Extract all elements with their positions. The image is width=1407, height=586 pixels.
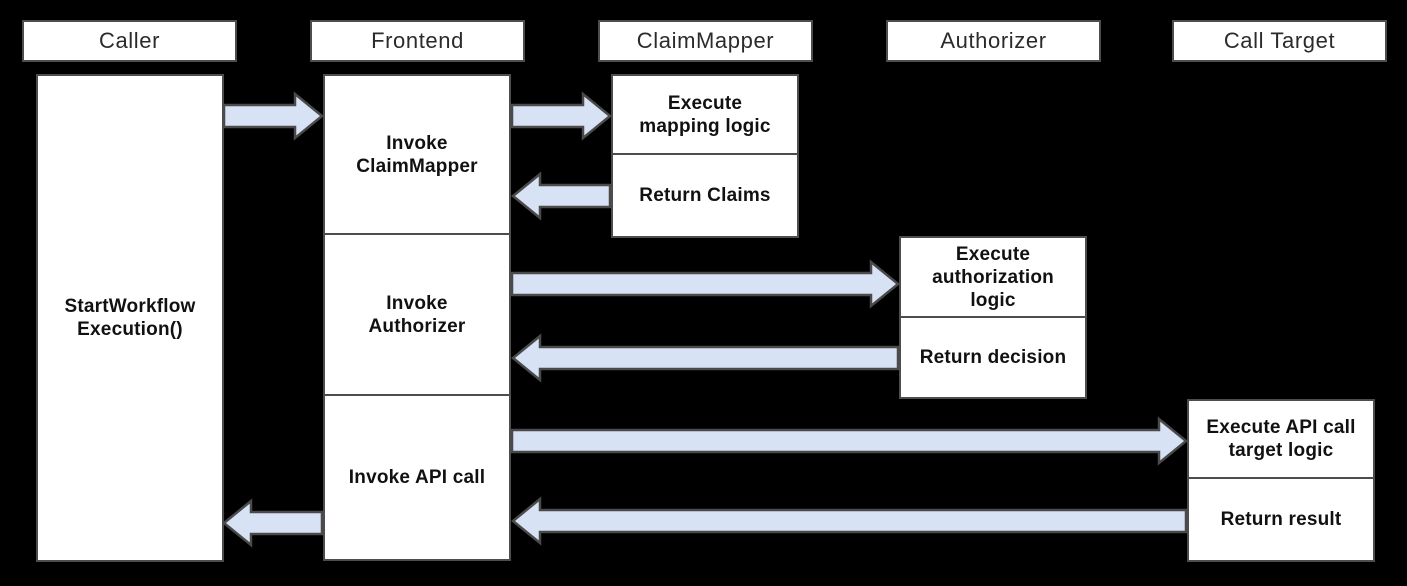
step-box-execute-api-call-target-logic: Execute API call target logic (1187, 399, 1375, 479)
step-box-execute-mapping-logic: Execute mapping logic (611, 74, 799, 155)
caller-lane-stack: StartWorkflow Execution() (36, 74, 224, 562)
step-box-execute-authorization-logic: Execute authorization logic (899, 236, 1087, 318)
claimmapper-lane-stack: Execute mapping logic Return Claims (611, 74, 799, 238)
arrow-call-target-to-frontend (511, 496, 1188, 546)
step-box-return-result: Return result (1187, 479, 1375, 562)
arrow-frontend-to-claimmapper (510, 91, 612, 141)
arrow-frontend-to-caller (222, 498, 324, 548)
lane-header-claimmapper: ClaimMapper (598, 20, 813, 62)
step-box-invoke-api-call: Invoke API call (323, 396, 511, 561)
lane-header-caller: Caller (22, 20, 237, 62)
arrow-claimmapper-to-frontend (511, 171, 612, 221)
step-box-return-claims: Return Claims (611, 155, 799, 238)
arrow-authorizer-to-frontend (511, 333, 900, 383)
arrow-caller-to-frontend (222, 91, 324, 141)
lane-header-frontend: Frontend (310, 20, 525, 62)
call-target-lane-stack: Execute API call target logic Return res… (1187, 399, 1375, 562)
lane-header-authorizer: Authorizer (886, 20, 1101, 62)
step-box-return-decision: Return decision (899, 318, 1087, 399)
arrow-frontend-to-authorizer (510, 259, 900, 309)
lane-header-call-target: Call Target (1172, 20, 1387, 62)
step-box-start-workflow-execution: StartWorkflow Execution() (36, 74, 224, 562)
authorizer-lane-stack: Execute authorization logic Return decis… (899, 236, 1087, 399)
step-box-invoke-authorizer: Invoke Authorizer (323, 235, 511, 396)
frontend-lane-stack: Invoke ClaimMapper Invoke Authorizer Inv… (323, 74, 511, 561)
step-box-invoke-claimmapper: Invoke ClaimMapper (323, 74, 511, 235)
arrow-frontend-to-call-target (510, 416, 1188, 466)
